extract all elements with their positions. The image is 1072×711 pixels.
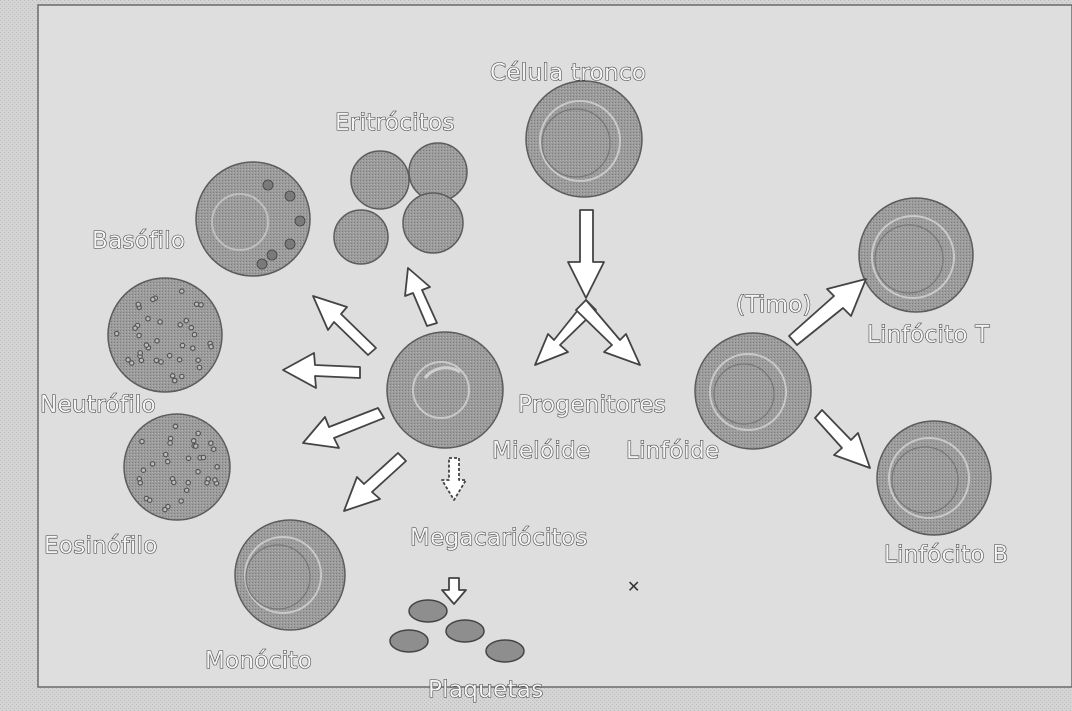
eosinophil-granule [172, 480, 176, 484]
eosinophil-granule [196, 431, 200, 435]
neutrophil-granule [154, 358, 158, 362]
neutrophil-granule [180, 374, 184, 378]
neutrophil-granule [136, 302, 140, 306]
neutrophil-granule [138, 351, 142, 355]
label-erythrocytes: Eritrócitos [335, 110, 455, 136]
neutrophil-granule [115, 331, 119, 335]
neutrophil-granule [144, 343, 148, 347]
eosinophil-granule [185, 488, 189, 492]
neutrophil-granule [126, 358, 130, 362]
eosinophil-granule [196, 470, 200, 474]
neutrophil-granule [159, 360, 163, 364]
basophil-cell [196, 162, 310, 276]
eosinophil-granule [173, 424, 177, 428]
eosinophil-granule [209, 441, 213, 445]
label-lymphoid: Linfóide [626, 438, 720, 464]
neutrophil-granule [155, 339, 159, 343]
eosinophil-granule [192, 439, 196, 443]
lymphoid-progenitor-cell [695, 333, 811, 449]
neutrophil-granule [133, 326, 137, 330]
eosinophil-granule [194, 444, 198, 448]
label-basophil: Basófilo [92, 228, 185, 254]
label-progenitors: Progenitores [518, 392, 666, 418]
eosinophil-granule [179, 499, 183, 503]
label-eosinophil: Eosinófilo [44, 533, 158, 559]
label-platelets: Plaquetas [428, 677, 543, 703]
label-megakaryocytes: Megacariócitos [410, 525, 588, 551]
label-monocyte: Monócito [205, 648, 312, 674]
eosinophil-granule [168, 441, 172, 445]
eosinophil-granule [163, 507, 167, 511]
neutrophil-granule [192, 332, 196, 336]
neutrophil-granule [191, 346, 195, 350]
neutrophil-granule [209, 345, 213, 349]
stem-cell [526, 81, 642, 197]
neutrophil-granule [168, 353, 172, 357]
neutrophil-granule [158, 320, 162, 324]
neutrophil-granule [180, 289, 184, 293]
neutrophil-granule [199, 303, 203, 307]
neutrophil-granule [196, 358, 200, 362]
monocyte-cell [235, 520, 345, 630]
neutrophil-granule [194, 302, 198, 306]
eosinophil-granule [201, 455, 205, 459]
neutrophil-granule [178, 323, 182, 327]
neutrophil-granule [197, 365, 201, 369]
neutrophil-granule [171, 374, 175, 378]
neutrophil-granule [184, 318, 188, 322]
label-b-lymphocyte: Linfócito B [884, 542, 1008, 568]
eosinophil-granule [140, 439, 144, 443]
eosinophil-granule [168, 436, 172, 440]
eosinophil-granule [164, 452, 168, 456]
neutrophil-granule [189, 326, 193, 330]
eosinophil-granule [150, 462, 154, 466]
eosinophil-granule [186, 456, 190, 460]
neutrophil-cell [108, 278, 222, 392]
t-lymphocyte-cell [859, 198, 973, 312]
neutrophil-granule [137, 333, 141, 337]
eosinophil-granule [215, 465, 219, 469]
eosinophil-granule [213, 478, 217, 482]
neutrophil-granule [146, 317, 150, 321]
eosinophil-granule [148, 498, 152, 502]
eosinophil-cell [124, 414, 230, 520]
eosinophil-granule [166, 459, 170, 463]
b-lymphocyte-cell [877, 421, 991, 535]
label-t-lymphocyte: Linfócito T [867, 322, 990, 348]
eosinophil-granule [138, 481, 142, 485]
eosinophil-granule [205, 481, 209, 485]
label-neutrophil: Neutrófilo [40, 392, 156, 418]
neutrophil-granule [151, 297, 155, 301]
stray-mark: ✕ [627, 577, 640, 596]
label-stem-cell: Célula tronco [490, 60, 646, 86]
eosinophil-granule [212, 447, 216, 451]
neutrophil-granule [173, 378, 177, 382]
myeloid-progenitor-cell [387, 332, 503, 448]
label-thymus: (Timo) [736, 292, 812, 318]
label-myeloid: Mielóide [492, 438, 590, 464]
eosinophil-granule [141, 468, 145, 472]
eosinophil-granule [186, 480, 190, 484]
neutrophil-granule [180, 343, 184, 347]
neutrophil-granule [177, 358, 181, 362]
